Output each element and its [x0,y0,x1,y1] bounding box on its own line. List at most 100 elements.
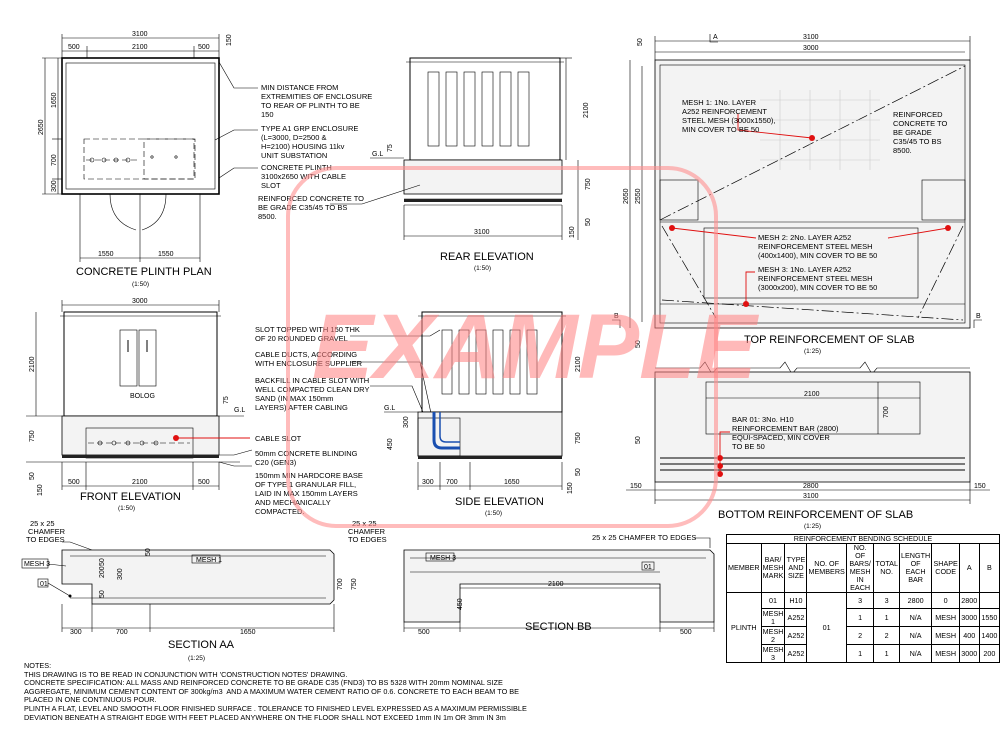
example-watermark: EXAMPLE [286,166,759,528]
plan-note-min-distance: MIN DISTANCE FROM EXTREMITIES OF ENCLOSU… [261,83,374,119]
schedule-cell-total: 1 [873,608,900,627]
bottom-reinforcement-scale: (1:25) [804,523,821,530]
front-dim-750: 750 [29,430,36,442]
aa-dim-200: 200 [99,566,106,578]
schedule-cell-mark: 01 [760,592,786,609]
top-reinforcement-scale: (1:25) [804,348,821,355]
schedule-cell-a: 3000 [958,644,980,663]
plinth-plan-title: CONCRETE PLINTH PLAN [76,266,212,278]
rear-dim-150: 150 [569,226,576,238]
bottom-dim-2800: 2800 [803,483,819,490]
bending-schedule-table: REINFORCEMENT BENDING SCHEDULE MEMBER BA… [726,534,1000,663]
side-gl: G.L [384,405,395,412]
schedule-row: MESH 3 A252 1 1 N/A MESH 3000 200 [727,644,1000,663]
schedule-cell-each: 1 [845,608,875,627]
rear-dim-3100: 3100 [474,229,490,236]
bb-dim-2100: 2100 [548,581,564,588]
rear-elevation-title: REAR ELEVATION [440,251,534,263]
top-dim-3100: 3100 [803,34,819,41]
top-dim-3000: 3000 [803,45,819,52]
bb-dim-500-left: 500 [418,629,430,636]
aa-dim-300: 300 [117,568,124,580]
top-note-reinforced: REINFORCED CONCRETE TO BE GRADE C35/45 T… [893,110,949,155]
front-dim-500-left: 500 [68,479,80,486]
section-aa-scale: (1:25) [188,655,205,662]
aa-mesh1-tag: MESH 1 [196,557,222,564]
aa-dim-700-bottom: 700 [116,629,128,636]
svg-text:BOLOG: BOLOG [130,393,155,400]
note-backfill: BACKFILL IN CABLE SLOT WITH WELL COMPACT… [255,376,371,412]
notes-line: PLINTH A FLAT, LEVEL AND SMOOTH FLOOR FI… [24,703,527,713]
front-dim-75: 75 [223,396,230,404]
plan-dim-150-top: 150 [226,34,233,46]
section-bb-view: 25 x 25 CHAMFER TO EDGES 25 x 25 CHAMFER… [348,519,715,636]
note-blinding: 50mm CONCRETE BLINDING C20 (GEN3) [255,449,360,467]
top-section-a-mark: A [713,34,718,41]
front-elevation-scale: (1:50) [118,505,135,512]
schedule-cell-b: 1400 [978,626,1000,645]
schedule-header-member: MEMBER [726,543,762,593]
schedule-header-members: NO. OF MEMBERS [806,543,847,593]
schedule-header-mark: BAR/ MESH MARK [760,543,786,593]
note-cable-slot: CABLE SLOT [255,434,302,443]
schedule-cell-type: A252 [784,644,808,663]
schedule-cell-mark: MESH 1 [760,608,786,627]
bottom-dim-700: 700 [883,406,890,418]
top-section-b-mark-right: B [976,313,981,320]
side-elevation-title: SIDE ELEVATION [455,496,544,508]
schedule-cell-each: 1 [845,644,875,663]
note-slot-topped: SLOT TOPPED WITH 150 THK OF 20 ROUNDED G… [255,325,362,343]
aa-dim-750: 750 [351,578,358,590]
schedule-cell-type: H10 [784,592,808,609]
front-dim-3000: 3000 [132,298,148,305]
schedule-header-each: NO. OF BARS/ MESH IN EACH [845,543,875,593]
bottom-dim-150-left: 150 [630,483,642,490]
bb-bar01-tag: 01 [644,564,652,571]
schedule-cell-mark: MESH 3 [760,644,786,663]
schedule-member-name: PLINTH [726,592,762,663]
plinth-plan-view: 3100 500 2100 500 150 2650 1650 700 300 … [38,31,374,288]
bottom-reinforcement-view: 2100 700 50 150 150 2800 3100 BOTTOM REI… [626,361,990,530]
aa-mesh3-tag: MESH 3 [24,561,50,568]
aa-bar01-tag: 01 [40,581,48,588]
plan-dim-1650: 1650 [51,92,58,108]
schedule-header-total: TOTAL NO. [873,543,900,593]
top-dim-50-top: 50 [637,38,644,46]
plan-dim-700: 700 [51,154,58,166]
plan-note-concrete-plinth: CONCRETE PLINTH 3100x2650 WITH CABLE SLO… [261,163,348,190]
plan-dim-300: 300 [51,180,58,192]
aa-chamfer-label-1: CHAMFER [28,527,66,536]
side-elevation-scale: (1:50) [485,510,502,517]
rear-elevation-view: G.L 75 2100 750 50 150 3100 REAR ELEVATI… [258,57,592,272]
side-dim-1650: 1650 [504,479,520,486]
notes-line: DEVIATION BENEATH A STRAIGHT EDGE WITH F… [24,712,506,722]
plan-note-type-a1: TYPE A1 GRP ENCLOSURE (L=3000, D=2500 & … [261,124,361,160]
schedule-cell-length: N/A [898,644,933,663]
schedule-cell-a: 3000 [958,608,980,627]
schedule-cell-shape: MESH [931,644,960,663]
schedule-cell-shape: MESH [931,626,960,645]
aa-chamfer-dim: 25 x 25 [30,519,55,528]
watermark-text: EXAMPLE [312,296,759,398]
aa-dim-1650: 1650 [240,629,256,636]
side-dim-50: 50 [575,468,582,476]
rear-gl: G.L [372,151,383,158]
front-dim-2100-bottom: 2100 [132,479,148,486]
rear-dim-750: 750 [585,178,592,190]
schedule-header-type: TYPE AND SIZE [784,543,808,593]
notes-line: AGGREGATE, MINIMUM CEMENT CONTENT OF 300… [24,686,520,696]
schedule-header-b: B [978,543,1000,593]
schedule-cell-total: 2 [873,626,900,645]
schedule-cell-shape: MESH [931,608,960,627]
plinth-plan-scale: (1:50) [132,281,149,288]
schedule-cell-a: 2800 [958,592,980,609]
rear-dim-2100: 2100 [583,102,590,118]
aa-dim-300-bottom: 300 [70,629,82,636]
plan-dim-2650: 2650 [38,119,45,135]
bb-mesh3-tag: MESH 3 [430,555,456,562]
front-dim-50: 50 [29,472,36,480]
plan-dim-1550-right: 1550 [158,251,174,258]
schedule-header-shape: SHAPE CODE [931,543,960,593]
schedule-cell-length: N/A [898,626,933,645]
